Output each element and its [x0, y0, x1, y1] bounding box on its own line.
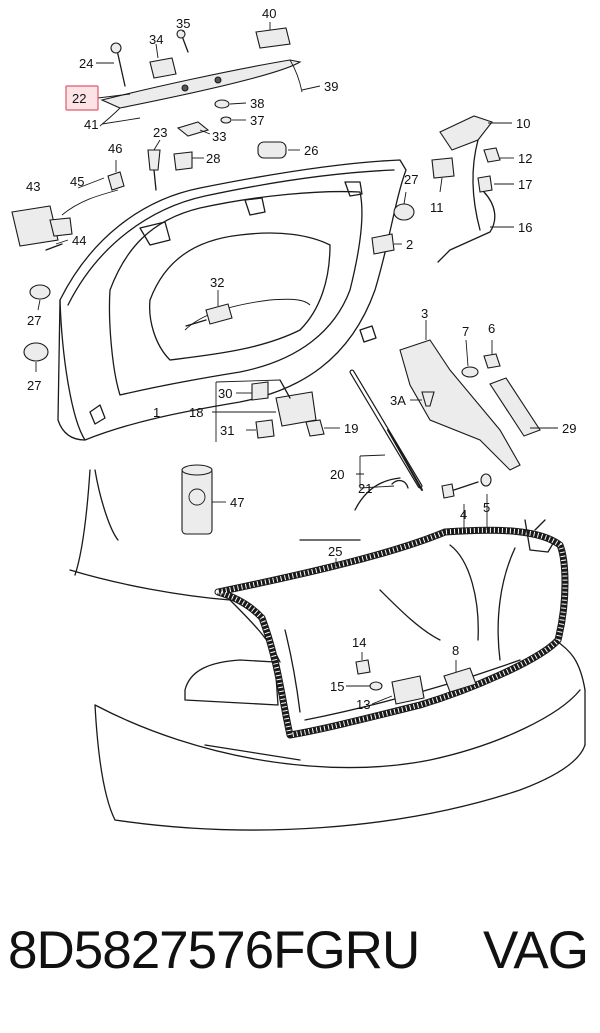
- highlight-box-22: [65, 85, 99, 111]
- car-body: [69, 469, 586, 831]
- callout-3: 3: [421, 306, 428, 321]
- callout-28: 28: [206, 151, 220, 166]
- callout-8: 8: [452, 643, 459, 658]
- callout-23: 23: [153, 125, 167, 140]
- callout-10: 10: [516, 116, 530, 131]
- callout-29: 29: [562, 421, 576, 436]
- callout-35: 35: [176, 16, 190, 31]
- callout-14: 14: [352, 635, 366, 650]
- callout-46: 46: [108, 141, 122, 156]
- callout-43: 43: [26, 179, 40, 194]
- callout-26: 26: [304, 143, 318, 158]
- callout-2: 2: [406, 237, 413, 252]
- callout-19: 19: [344, 421, 358, 436]
- callout-45: 45: [70, 174, 84, 189]
- callout-41: 41: [84, 117, 98, 132]
- callout-30: 30: [218, 386, 232, 401]
- callout-25: 25: [328, 544, 342, 559]
- callout-13: 13: [356, 697, 370, 712]
- parts-diagram: 22 40 35 34 24 39 38 37 41 23 33 10 12 1…: [11, 6, 586, 831]
- callout-4: 4: [460, 507, 467, 522]
- callout-20: 20: [330, 467, 344, 482]
- callout-33: 33: [212, 129, 226, 144]
- small-parts: [11, 27, 541, 705]
- callout-27-b: 27: [27, 313, 41, 328]
- callout-15: 15: [330, 679, 344, 694]
- callout-6: 6: [488, 321, 495, 336]
- callout-32: 32: [210, 275, 224, 290]
- boot-lid: [57, 159, 407, 441]
- callout-11: 11: [430, 200, 444, 215]
- callout-34: 34: [149, 32, 163, 47]
- callout-24: 24: [79, 56, 93, 71]
- callout-39: 39: [324, 79, 338, 94]
- part-number: 8D5827576FGRU: [8, 921, 420, 980]
- trim-strip-22: [99, 59, 303, 127]
- callout-7: 7: [462, 324, 469, 339]
- callout-12: 12: [518, 151, 532, 166]
- callout-5: 5: [483, 500, 490, 515]
- callout-31: 31: [220, 423, 234, 438]
- callout-27-a: 27: [404, 172, 418, 187]
- callout-21: 21: [358, 481, 372, 496]
- callout-3a: 3A: [390, 393, 406, 408]
- callout-37: 37: [250, 113, 264, 128]
- brand-label: VAG: [483, 921, 589, 980]
- callout-labels: 22 40 35 34 24 39 38 37 41 23 33 10 12 1…: [26, 6, 576, 712]
- boot-seal: [214, 519, 569, 739]
- callout-47: 47: [230, 495, 244, 510]
- callout-38: 38: [250, 96, 264, 111]
- leader-lines: [35, 22, 558, 705]
- callout-1: 1: [153, 405, 160, 420]
- callout-22: 22: [72, 91, 86, 106]
- callout-44: 44: [72, 233, 86, 248]
- callout-16: 16: [518, 220, 532, 235]
- callout-17: 17: [518, 177, 532, 192]
- callout-18: 18: [189, 405, 203, 420]
- callout-40: 40: [262, 6, 276, 21]
- callout-27-c: 27: [27, 378, 41, 393]
